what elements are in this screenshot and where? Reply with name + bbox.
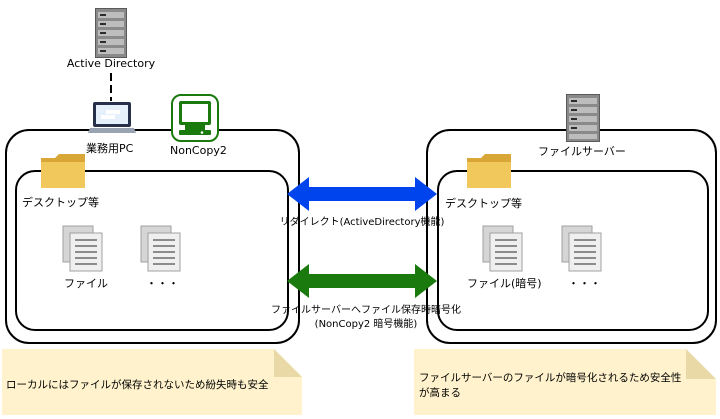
- ad-connector-line: [110, 73, 112, 101]
- left-note-text: ローカルにはファイルが保存されないため紛失時も安全: [6, 379, 269, 391]
- server-folder-label: デスクトップ等: [445, 197, 522, 210]
- pc-local-storage-box: [15, 170, 289, 331]
- document-icon: [482, 225, 523, 272]
- encryption-label-line1: ファイルサーバーへファイル保存時暗号化: [271, 305, 461, 316]
- business-pc-label: 業務用PC: [86, 142, 134, 155]
- document-icon: [62, 225, 103, 272]
- pc-file-label: ファイル: [64, 277, 108, 290]
- laptop-icon: [88, 102, 136, 133]
- noncopy-monitor-icon: [171, 94, 219, 142]
- active-directory-label: Active Directory: [66, 57, 156, 70]
- folder-icon: [41, 154, 85, 188]
- encryption-label-line2: (NonCopy2 暗号機能): [314, 319, 418, 330]
- note-fold-icon: [274, 349, 302, 377]
- redirect-label: リダイレクト(ActiveDirectory機能): [279, 217, 445, 228]
- pc-more-files-label: ・・・: [146, 277, 179, 290]
- right-note: [414, 349, 716, 415]
- right-note-line2: が高まる: [419, 387, 461, 399]
- encryption-arrow: [287, 264, 437, 298]
- server-more-files-label: ・・・: [568, 277, 601, 290]
- server-encrypted-file-label: ファイル(暗号): [467, 277, 542, 290]
- right-note-line1: ファイルサーバーのファイルが暗号化されるため安全性: [419, 372, 682, 384]
- document-icon: [561, 225, 602, 272]
- pc-folder-label: デスクトップ等: [22, 196, 99, 209]
- note-fold-icon: [686, 349, 716, 379]
- fileserver-label: ファイルサーバー: [538, 145, 626, 158]
- noncopy-label: NonCopy2: [170, 144, 227, 157]
- server-icon: [95, 8, 127, 58]
- left-note: [2, 349, 302, 415]
- pc-environment-box: [5, 129, 300, 344]
- document-icon: [140, 225, 181, 272]
- fileserver-icon: [566, 94, 600, 142]
- fileserver-storage-box: [437, 170, 709, 331]
- folder-icon: [467, 154, 511, 188]
- redirect-arrow: [287, 177, 437, 211]
